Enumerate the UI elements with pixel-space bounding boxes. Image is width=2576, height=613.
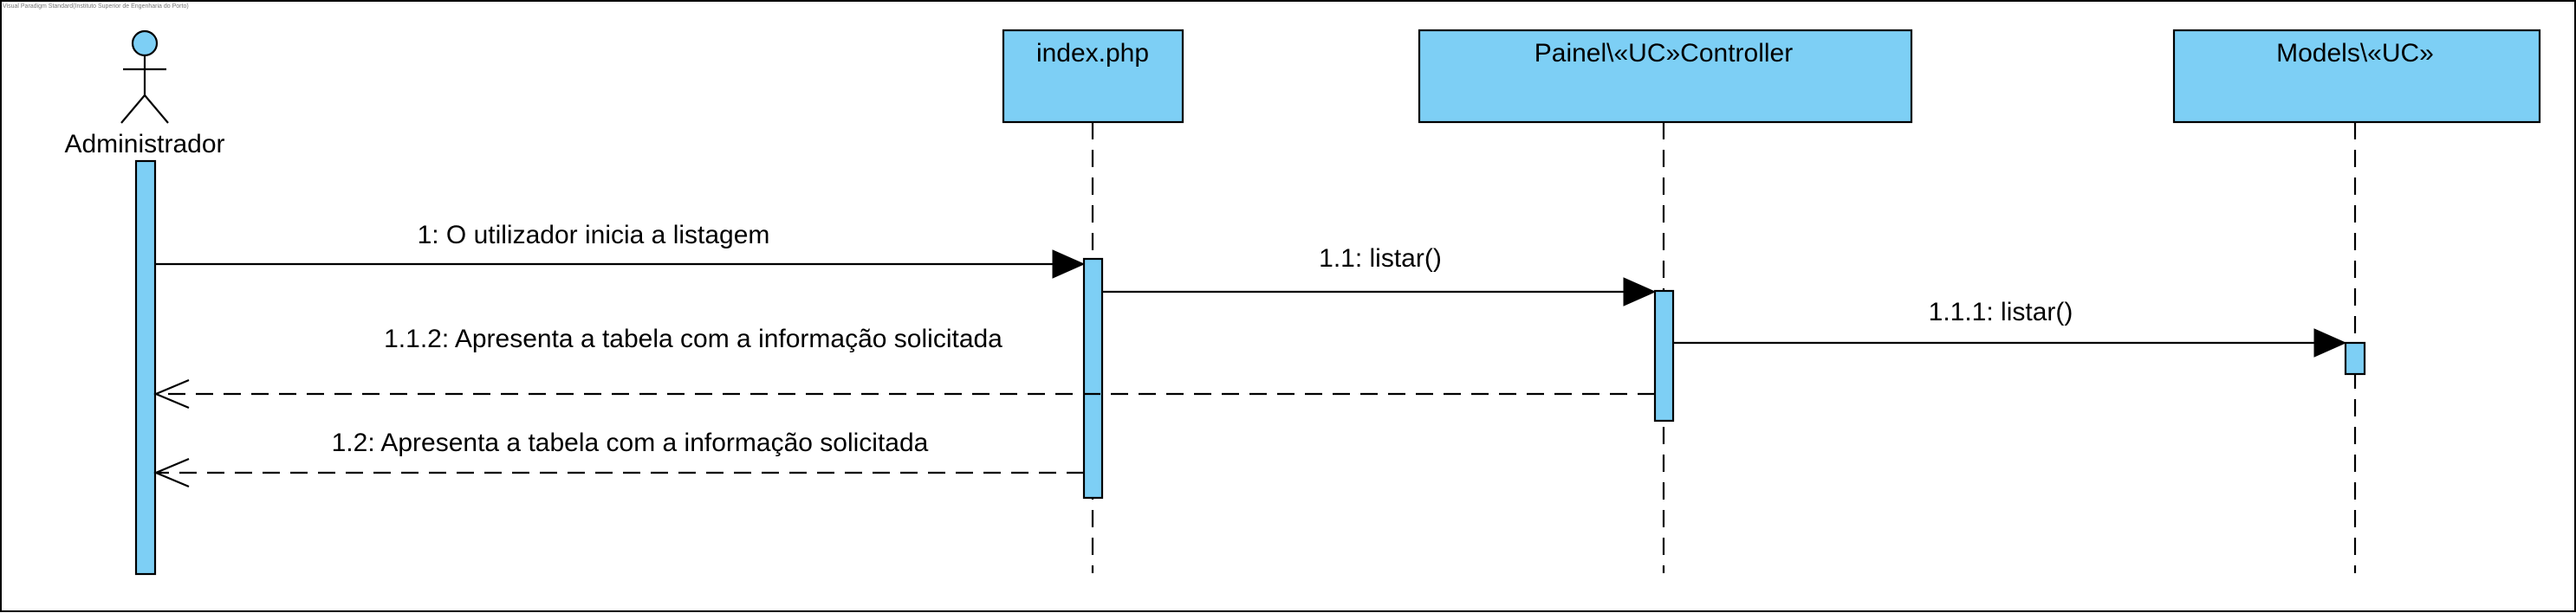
stick-figure-icon xyxy=(120,29,169,124)
participant-name: index.php xyxy=(1036,39,1149,68)
message-label: 1.1: listar() xyxy=(1319,244,1442,273)
message-1: 1: O utilizador inicia a listagem xyxy=(155,221,1086,279)
activation-bar xyxy=(2344,341,2366,376)
participant-controller: Painel\«UC»Controller xyxy=(1418,29,1913,573)
filled-arrowhead-icon xyxy=(1623,277,1657,306)
message-label: 1: O utilizador inicia a listagem xyxy=(418,221,770,249)
participant-head xyxy=(2172,29,2541,124)
actor-administrador: Administrador xyxy=(64,29,225,576)
filled-arrowhead-icon xyxy=(1052,249,1086,279)
participant-name: Painel\«UC»Controller xyxy=(1535,39,1793,68)
activation-bar xyxy=(1082,257,1104,500)
watermark: Visual Paradigm Standard(Instituto Super… xyxy=(3,3,189,10)
message-1-1: 1.1: listar() xyxy=(1102,244,1657,306)
actor-name: Administrador xyxy=(64,130,224,158)
message-label: 1.2: Apresenta a tabela com a informação… xyxy=(332,429,929,457)
message-1-1-1: 1.1.1: listar() xyxy=(1673,298,2347,358)
open-arrowhead-icon xyxy=(153,457,190,488)
message-label: 1.1.2: Apresenta a tabela com a informaç… xyxy=(384,325,1002,353)
participant-name: Models\«UC» xyxy=(2276,39,2434,68)
participant-index-php: index.php xyxy=(1002,29,1184,573)
open-arrowhead-icon xyxy=(153,378,190,410)
return-message-1-2: 1.2: Apresenta a tabela com a informação… xyxy=(153,429,1084,488)
message-label: 1.1.1: listar() xyxy=(1929,298,2073,326)
filled-arrowhead-icon xyxy=(2313,328,2347,358)
participant-head xyxy=(1418,29,1913,124)
actor-activation-bar xyxy=(134,159,157,576)
participant-models: Models\«UC» xyxy=(2172,29,2541,573)
return-message-1-1-2: 1.1.2: Apresenta a tabela com a informaç… xyxy=(153,325,1655,410)
activation-bar xyxy=(1653,289,1675,423)
